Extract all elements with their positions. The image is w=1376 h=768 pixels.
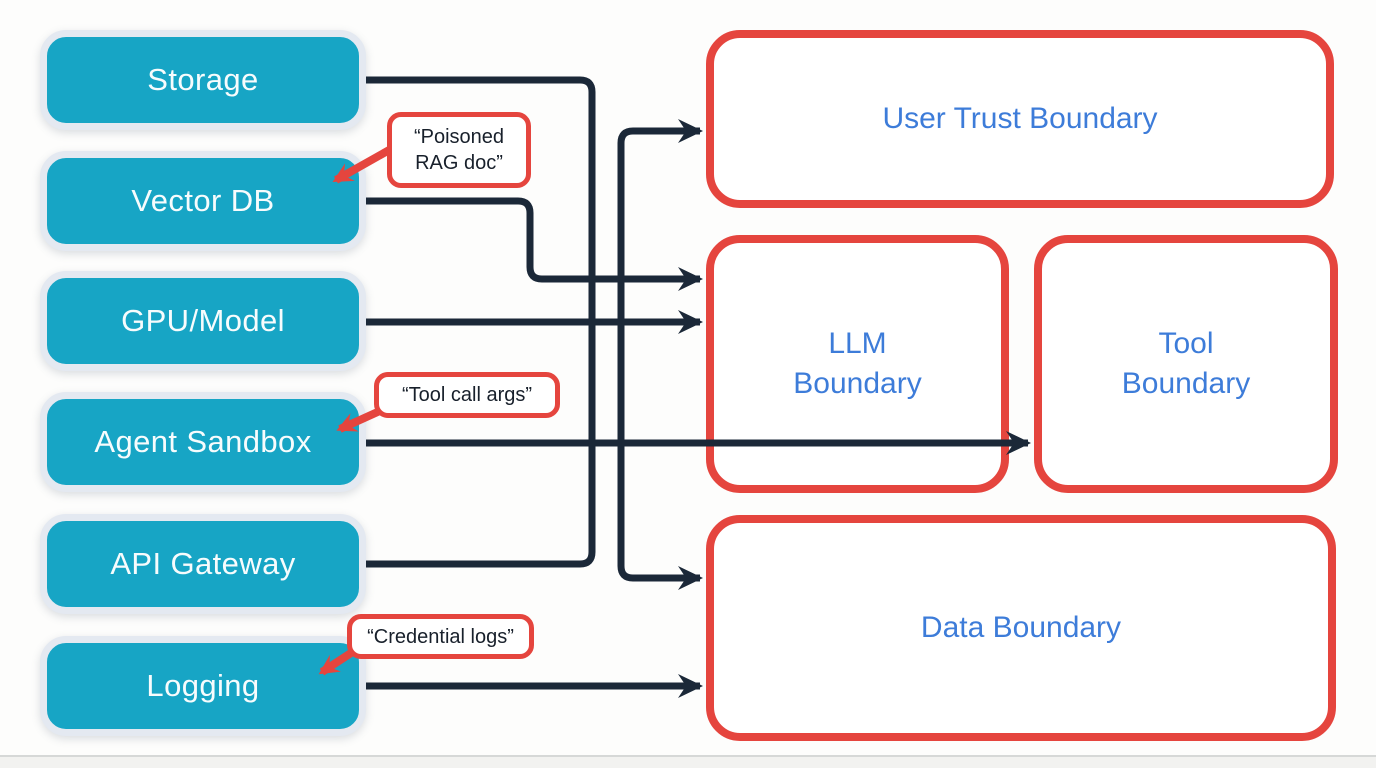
- callout-arrow-poisoned-rag-doc: [332, 145, 393, 184]
- arrow-vector-db-to-llm-boundary: [366, 197, 703, 291]
- node-vector-db-label: Vector DB: [131, 183, 275, 218]
- callout-poisoned-rag-doc-label: “Poisoned RAG doc”: [413, 126, 505, 174]
- node-gpu-model: GPU/Model: [40, 271, 366, 371]
- node-vector-db: Vector DB: [40, 151, 366, 251]
- arrow-trunk-to-user-trust-boundary: [617, 119, 703, 460]
- callout-poisoned-rag-doc: “Poisoned RAG doc”: [387, 112, 531, 188]
- image-bottom-edge: [0, 755, 1376, 768]
- callout-arrow-credential-logs: [318, 647, 357, 676]
- boundary-tool: Tool Boundary: [1034, 235, 1338, 493]
- node-agent-sandbox: Agent Sandbox: [40, 392, 366, 492]
- boundary-llm-label: LLM Boundary: [793, 326, 922, 401]
- callout-credential-logs-label: “Credential logs”: [367, 625, 514, 648]
- boundary-data-label: Data Boundary: [920, 610, 1122, 644]
- boundary-tool-label: Tool Boundary: [1121, 326, 1251, 401]
- node-storage-label: Storage: [147, 62, 259, 97]
- boundary-data: Data Boundary: [706, 515, 1336, 741]
- boundary-user-trust-label: User Trust Boundary: [882, 101, 1158, 135]
- boundary-llm: LLM Boundary: [706, 235, 1009, 493]
- arrow-trunk-to-data-boundary: [617, 300, 703, 590]
- callout-credential-logs: “Credential logs”: [347, 614, 534, 659]
- node-logging-label: Logging: [146, 668, 260, 703]
- callout-arrow-tool-call-args: [336, 406, 384, 433]
- boundary-user-trust: User Trust Boundary: [706, 30, 1334, 208]
- callout-tool-call-args-label: “Tool call args”: [401, 384, 533, 406]
- node-storage: Storage: [40, 30, 366, 130]
- callout-tool-call-args: “Tool call args”: [374, 372, 560, 418]
- node-api-gateway: API Gateway: [40, 514, 366, 614]
- node-api-gateway-label: API Gateway: [110, 546, 296, 581]
- node-logging: Logging: [40, 636, 366, 736]
- node-agent-sandbox-label: Agent Sandbox: [94, 424, 312, 459]
- node-gpu-model-label: GPU/Model: [121, 303, 285, 338]
